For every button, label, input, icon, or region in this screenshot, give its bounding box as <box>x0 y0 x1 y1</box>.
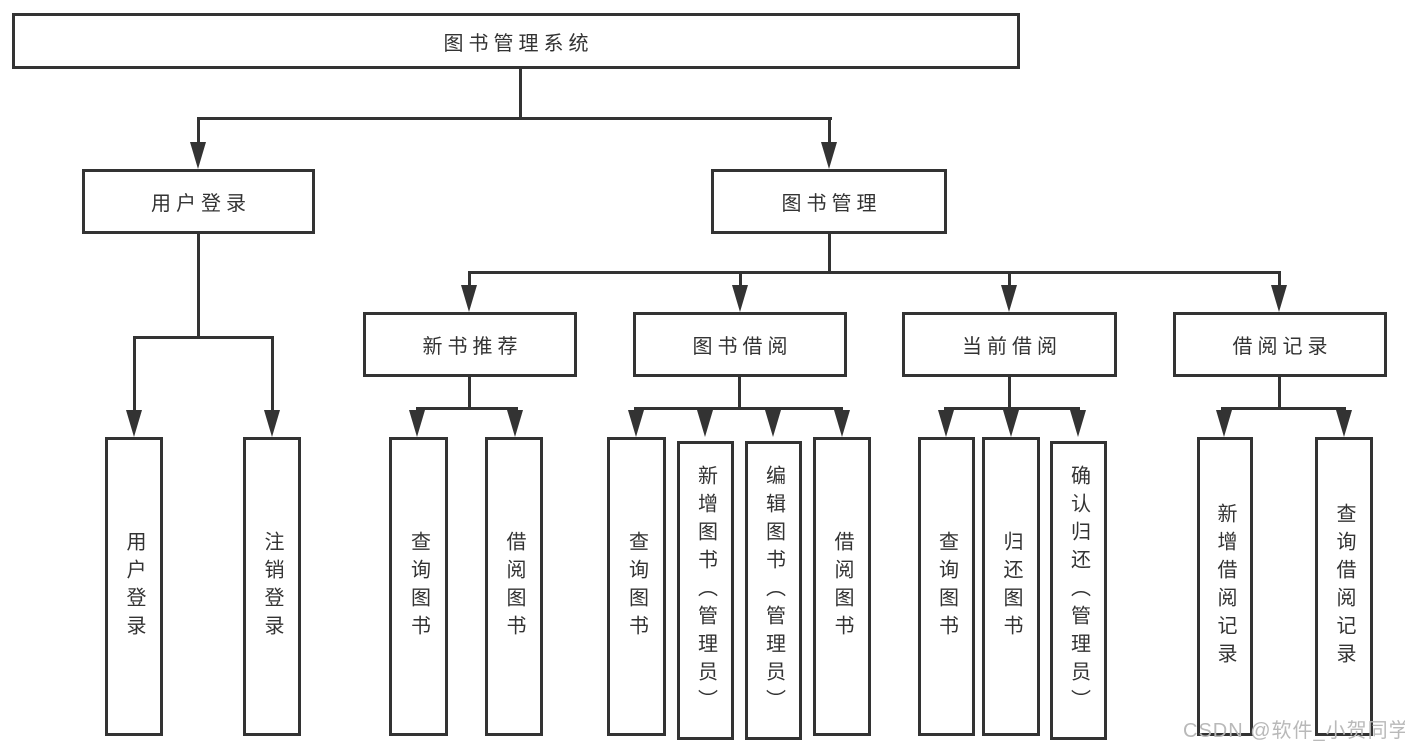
arrow-down-icon <box>1003 410 1019 437</box>
connector-user-drop <box>197 117 200 145</box>
leaf-logout: 注销登录 <box>243 437 301 736</box>
connector-borrow-children <box>634 407 843 410</box>
arrow-down-icon <box>1216 410 1232 437</box>
leaf-query-books-1: 查询图书 <box>389 437 448 736</box>
arrow-down-icon <box>190 142 206 169</box>
arrow-down-icon <box>1336 410 1352 437</box>
leaf-query-books-2-label: 查询图书 <box>625 530 648 643</box>
node-borrow-records-label: 借阅记录 <box>1232 336 1333 358</box>
leaf-confirm-return-admin: 确认归还（管理员） <box>1050 441 1107 740</box>
arrow-down-icon <box>765 410 781 437</box>
leaf-query-books-3-label: 查询图书 <box>935 530 958 643</box>
leaf-logout-label: 注销登录 <box>261 530 283 643</box>
arrow-down-icon <box>507 410 523 437</box>
leaf-borrow-books-1: 借阅图书 <box>485 437 543 736</box>
leaf-borrow-books-2: 借阅图书 <box>813 437 871 736</box>
arrow-down-icon <box>732 285 748 312</box>
node-book-mgmt: 图书管理 <box>711 169 947 234</box>
leaf-return-books: 归还图书 <box>982 437 1040 736</box>
connector-newbooks-children <box>416 407 518 410</box>
connector-mgmt-drop <box>828 117 831 145</box>
leaf-add-borrow-record: 新增借阅记录 <box>1197 437 1253 736</box>
arrow-down-icon <box>834 410 850 437</box>
connector-current-children <box>944 407 1080 410</box>
leaf-query-borrow-record-label: 查询借阅记录 <box>1333 502 1355 671</box>
leaf-add-books-admin-label: 新增图书（管理员） <box>694 464 717 717</box>
leaf-edit-books-admin-label: 编辑图书（管理员） <box>762 464 785 717</box>
arrow-down-icon <box>938 410 954 437</box>
connector-l3-drop1 <box>468 271 471 288</box>
arrow-down-icon <box>1271 285 1287 312</box>
node-book-mgmt-label: 图书管理 <box>781 193 882 215</box>
leaf-query-books-3: 查询图书 <box>918 437 975 736</box>
leaf-query-borrow-record: 查询借阅记录 <box>1315 437 1373 736</box>
leaf-add-books-admin: 新增图书（管理员） <box>677 441 734 740</box>
node-new-books-label: 新书推荐 <box>422 336 523 358</box>
leaf-return-books-label: 归还图书 <box>1000 530 1022 643</box>
leaf-user-login-label: 用户登录 <box>123 530 145 643</box>
connector-current-stem <box>1008 377 1011 410</box>
leaf-borrow-books-1-label: 借阅图书 <box>503 530 525 643</box>
node-root-label: 图书管理系统 <box>443 32 594 55</box>
leaf-borrow-books-2-label: 借阅图书 <box>831 530 853 643</box>
node-user-login-label: 用户登录 <box>151 193 251 215</box>
arrow-down-icon <box>126 410 142 437</box>
leaf-add-borrow-record-label: 新增借阅记录 <box>1214 502 1236 671</box>
node-new-books: 新书推荐 <box>363 312 577 377</box>
connector-level3 <box>468 271 1281 274</box>
leaf-query-books-2: 查询图书 <box>607 437 666 736</box>
leaf-edit-books-admin: 编辑图书（管理员） <box>745 441 802 740</box>
connector-mgmt-stem <box>828 233 831 274</box>
connector-l3-drop2 <box>739 271 742 288</box>
connector-newbooks-stem <box>468 377 471 410</box>
connector-user-child2 <box>271 336 274 412</box>
csdn-watermark: CSDN @软件_小贺同学 <box>1183 720 1405 742</box>
node-current-borrow: 当前借阅 <box>902 312 1117 377</box>
connector-records-stem <box>1278 377 1281 410</box>
arrow-down-icon <box>821 142 837 169</box>
leaf-query-books-1-label: 查询图书 <box>407 530 430 643</box>
arrow-down-icon <box>409 410 425 437</box>
connector-level2 <box>197 117 832 120</box>
arrow-down-icon <box>264 410 280 437</box>
arrow-down-icon <box>1070 410 1086 437</box>
connector-root-drop <box>519 68 522 120</box>
node-borrow-records: 借阅记录 <box>1173 312 1387 377</box>
connector-user-stem <box>197 233 200 338</box>
node-current-borrow-label: 当前借阅 <box>962 336 1062 358</box>
connector-user-children <box>133 336 274 339</box>
arrow-down-icon <box>628 410 644 437</box>
connector-borrow-stem <box>738 377 741 410</box>
leaf-user-login: 用户登录 <box>105 437 163 736</box>
connector-l3-drop3 <box>1008 271 1011 288</box>
node-user-login: 用户登录 <box>82 169 315 234</box>
arrow-down-icon <box>461 285 477 312</box>
leaf-confirm-return-admin-label: 确认归还（管理员） <box>1067 464 1090 717</box>
node-book-borrow-label: 图书借阅 <box>692 336 793 358</box>
connector-l3-drop4 <box>1278 271 1281 288</box>
connector-user-child1 <box>133 336 136 412</box>
node-root: 图书管理系统 <box>12 13 1020 69</box>
connector-records-children <box>1221 407 1346 410</box>
node-book-borrow: 图书借阅 <box>633 312 847 377</box>
arrow-down-icon <box>697 410 713 437</box>
arrow-down-icon <box>1001 285 1017 312</box>
